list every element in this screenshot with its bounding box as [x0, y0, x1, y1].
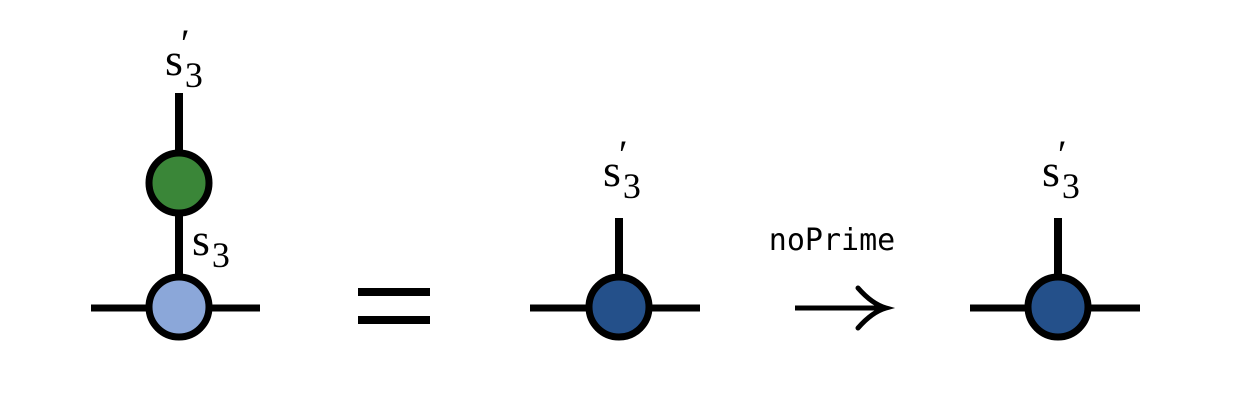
middle-top-index-label: s3′	[603, 132, 641, 206]
right-diagram: s3′	[970, 132, 1140, 341]
middle-dark-blue-tensor-node	[585, 273, 653, 341]
noprime-label: noPrime	[769, 223, 895, 258]
light-blue-tensor-node	[145, 273, 213, 341]
middle-diagram: s3′	[530, 132, 700, 341]
right-top-index-label: s3′	[1042, 132, 1080, 206]
noprime-operation: noPrime	[769, 223, 896, 331]
equals-sign	[358, 288, 430, 324]
right-dark-blue-tensor-node	[1024, 273, 1092, 341]
right-arrow-head	[855, 285, 896, 331]
left-top-index-label: s3′	[165, 21, 203, 95]
left-mid-index-label: s3	[192, 214, 230, 275]
green-tensor-node	[145, 149, 213, 217]
left-diagram: s3′ s3	[91, 21, 260, 341]
